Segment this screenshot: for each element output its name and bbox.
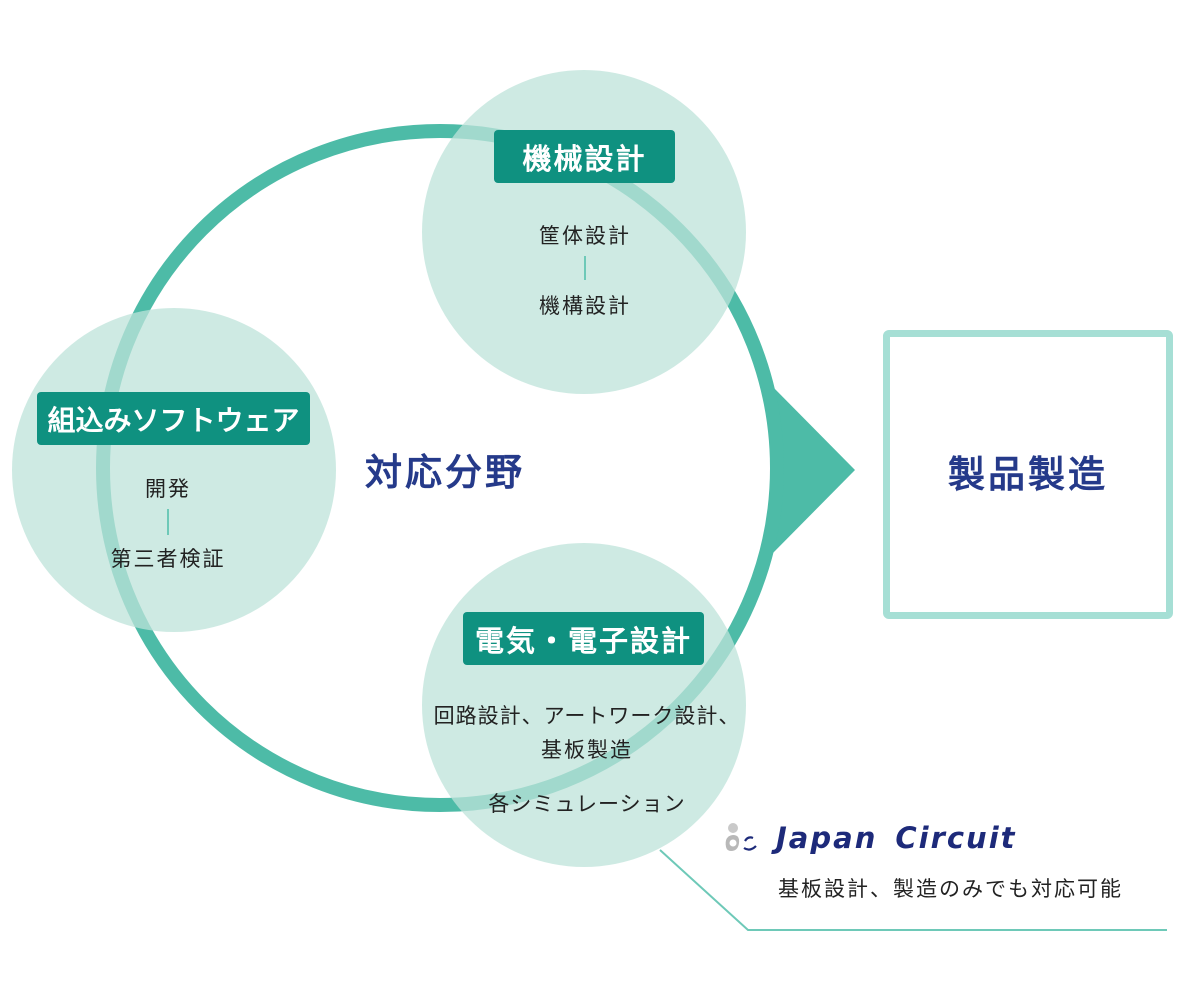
electrical-item: 基板製造 <box>541 738 633 762</box>
mechanical-heading: 機械設計 <box>494 130 675 183</box>
partner-brand: Japan Circuit <box>722 818 1017 858</box>
partner-name: Japan Circuit <box>776 821 1017 855</box>
partner-name-word: Japan <box>776 821 878 855</box>
output-box: 製品製造 <box>883 330 1173 619</box>
mechanical-connector <box>584 256 586 280</box>
embedded-item: 開発 <box>145 477 191 501</box>
center-label: 対応分野 <box>365 451 525 494</box>
electrical-item: 回路設計、アートワーク設計、 <box>433 704 741 728</box>
partner-note: 基板設計、製造のみでも対応可能 <box>778 877 1123 901</box>
partner-leader-line <box>659 849 1167 931</box>
embedded-heading: 組込みソフトウェア <box>37 392 310 445</box>
embedded-circle <box>12 308 336 632</box>
partner-name-word: Circuit <box>895 821 1017 855</box>
flow-arrow <box>770 384 855 556</box>
electrical-heading: 電気・電子設計 <box>463 612 704 665</box>
embedded-item: 第三者検証 <box>110 547 226 571</box>
mechanical-item: 筐体設計 <box>539 224 631 248</box>
electrical-item: 各シミュレーション <box>488 792 686 816</box>
japan-circuit-logo-icon <box>722 821 762 855</box>
mechanical-item: 機構設計 <box>539 294 631 318</box>
output-label: 製品製造 <box>948 452 1108 496</box>
embedded-connector <box>167 509 169 535</box>
